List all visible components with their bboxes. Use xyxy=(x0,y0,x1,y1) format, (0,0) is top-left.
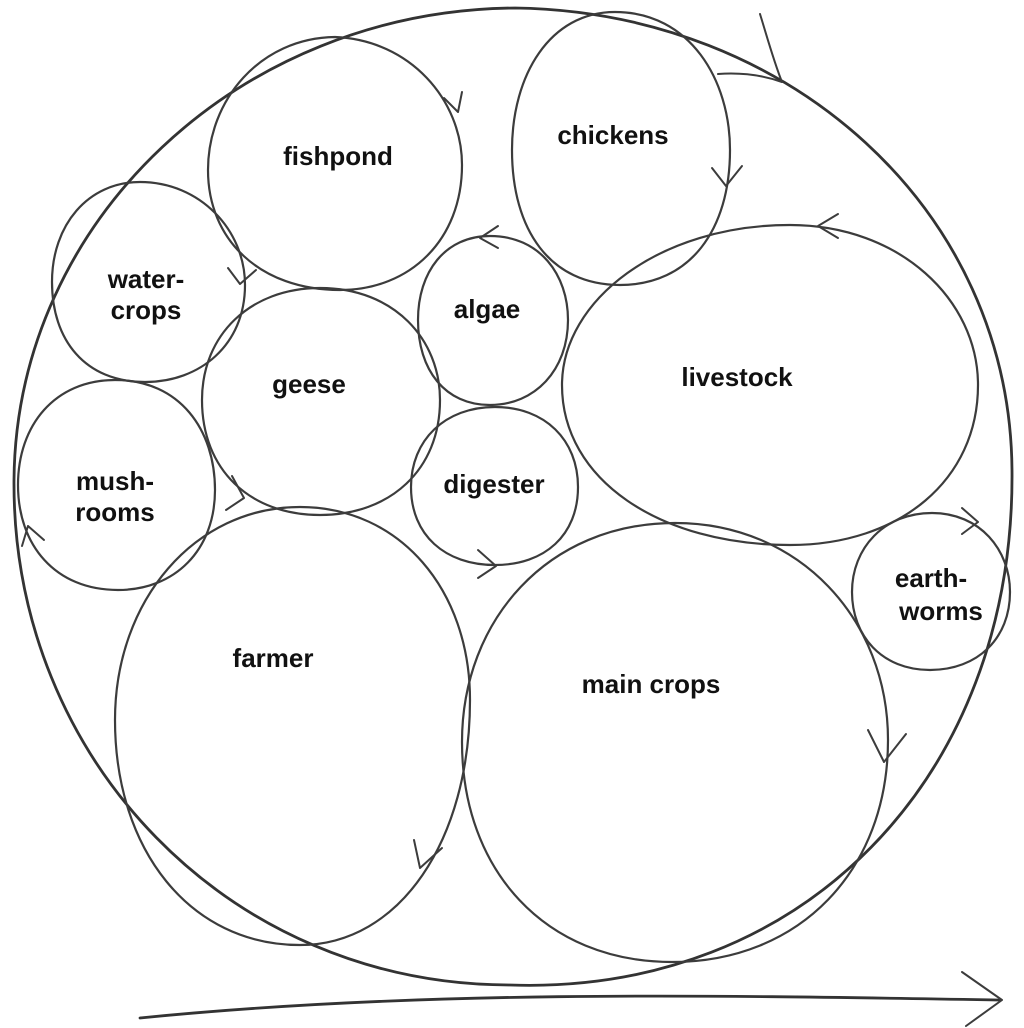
node-digester: digester xyxy=(409,405,580,579)
livestock-arrow-icon xyxy=(817,213,839,239)
outer-cycle-circle xyxy=(12,6,1014,987)
node-label: digester xyxy=(443,469,544,499)
svg-text:digester: digester xyxy=(443,469,544,499)
mushrooms-arrow-icon xyxy=(21,525,45,547)
outer-arrow-top-icon xyxy=(717,13,783,83)
svg-text:worms: worms xyxy=(898,596,983,626)
geese-arrow-icon xyxy=(225,475,245,511)
svg-text:algae: algae xyxy=(454,294,521,324)
water-crops-arrow-icon xyxy=(227,267,257,285)
node-mushrooms: mush- rooms xyxy=(16,378,217,592)
earthworms-arrow-icon xyxy=(961,507,979,535)
node-fishpond: fishpond xyxy=(206,35,464,292)
svg-text:earth-: earth- xyxy=(895,563,967,593)
bottom-spiral-arrow xyxy=(138,994,1002,1020)
node-label: water- xyxy=(107,264,185,294)
chickens-arrow-icon xyxy=(711,165,743,187)
node-label: mush- xyxy=(76,466,154,496)
svg-text:farmer: farmer xyxy=(233,643,314,673)
svg-text:main crops: main crops xyxy=(582,669,721,699)
node-earthworms: earth- worms xyxy=(850,507,1012,672)
node-farmer: farmer xyxy=(113,505,472,947)
svg-text:geese: geese xyxy=(272,369,346,399)
node-label: crops xyxy=(111,295,182,325)
node-algae: algae xyxy=(416,225,570,407)
node-label: livestock xyxy=(681,362,793,392)
node-label: geese xyxy=(272,369,346,399)
node-label: worms xyxy=(898,596,983,626)
svg-text:chickens: chickens xyxy=(557,120,668,150)
svg-text:water-: water- xyxy=(107,264,185,294)
node-label: chickens xyxy=(557,120,668,150)
bottom-arrow-head-icon xyxy=(961,971,1003,1027)
fishpond-arrow-icon xyxy=(443,91,463,113)
algae-arrow-icon xyxy=(479,225,499,249)
node-chickens: chickens xyxy=(510,10,743,287)
node-label: farmer xyxy=(233,643,314,673)
node-label: algae xyxy=(454,294,521,324)
node-label: earth- xyxy=(895,563,967,593)
svg-text:fishpond: fishpond xyxy=(283,141,393,171)
node-main-crops: main crops xyxy=(460,521,907,964)
node-label: fishpond xyxy=(283,141,393,171)
farmer-arrow-icon xyxy=(413,839,443,869)
digester-arrow-icon xyxy=(477,549,497,579)
main-crops-arrow-icon xyxy=(867,729,907,763)
node-geese: geese xyxy=(200,286,442,517)
svg-text:mush-: mush- xyxy=(76,466,154,496)
svg-text:livestock: livestock xyxy=(681,362,793,392)
node-label: main crops xyxy=(582,669,721,699)
svg-text:rooms: rooms xyxy=(75,497,154,527)
node-livestock: livestock xyxy=(560,213,980,547)
node-label: rooms xyxy=(75,497,154,527)
svg-text:crops: crops xyxy=(111,295,182,325)
node-water-crops: water- crops xyxy=(50,180,257,384)
